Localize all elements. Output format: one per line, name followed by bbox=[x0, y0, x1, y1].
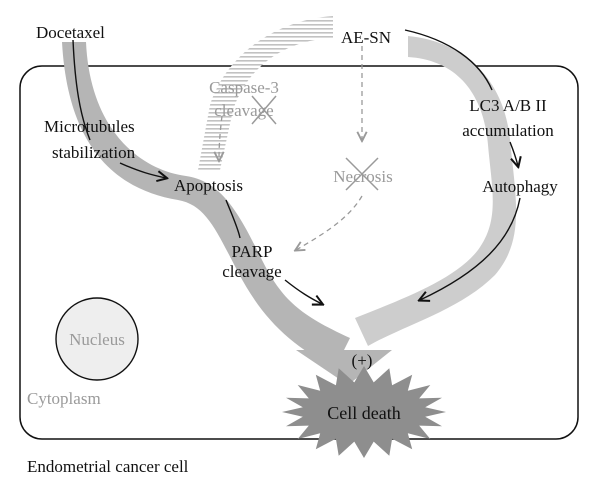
dashed-arrow-necrosis-to-death bbox=[296, 195, 363, 250]
arrow-parp-to-death bbox=[284, 279, 322, 304]
stabilization-label: stabilization bbox=[52, 143, 136, 162]
caspase-label: Caspase-3 bbox=[209, 78, 279, 97]
necrosis-label: Necrosis bbox=[333, 167, 392, 186]
autophagy-label: Autophagy bbox=[482, 177, 558, 196]
cytoplasm-label: Cytoplasm bbox=[27, 389, 101, 408]
apoptosis-label: Apoptosis bbox=[174, 176, 243, 195]
arrow-microtubules-to-apoptosis bbox=[119, 162, 166, 178]
caspase-cleavage-label: cleavage bbox=[214, 101, 273, 120]
ae-sn-label: AE-SN bbox=[341, 28, 391, 47]
cell-caption: Endometrial cancer cell bbox=[27, 457, 189, 476]
microtubules-label: Microtubules bbox=[44, 117, 135, 136]
docetaxel-label: Docetaxel bbox=[36, 23, 105, 42]
apoptosis-band bbox=[62, 42, 350, 368]
arrow-docetaxel-to-microtubules bbox=[72, 39, 91, 141]
plus-label: (+) bbox=[352, 351, 373, 370]
caspase-inhibition-cross-icon bbox=[251, 95, 277, 125]
parp-cleavage-label: cleavage bbox=[222, 262, 281, 281]
merge-arrowhead bbox=[296, 350, 392, 385]
cell-death-burst bbox=[282, 366, 446, 458]
necrosis-inhibition-cross-icon bbox=[345, 157, 379, 191]
arrow-apoptosis-to-parp bbox=[225, 199, 241, 239]
accumulation-label: accumulation bbox=[462, 121, 554, 140]
autophagy-band bbox=[355, 36, 517, 346]
nucleus-label: Nucleus bbox=[69, 330, 125, 349]
nucleus bbox=[55, 297, 139, 381]
arrow-autophagy-to-death bbox=[420, 197, 521, 300]
lc3-label: LC3 A/B II bbox=[469, 96, 547, 115]
caspase-band bbox=[198, 16, 333, 170]
arrow-aesn-to-lc3 bbox=[404, 29, 493, 91]
parp-label: PARP bbox=[232, 242, 273, 261]
arrow-lc3-to-autophagy bbox=[509, 141, 518, 166]
dashed-arrow-caspase-to-apoptosis bbox=[219, 115, 222, 160]
cell-membrane bbox=[19, 65, 579, 440]
cell-death-label: Cell death bbox=[327, 403, 400, 423]
